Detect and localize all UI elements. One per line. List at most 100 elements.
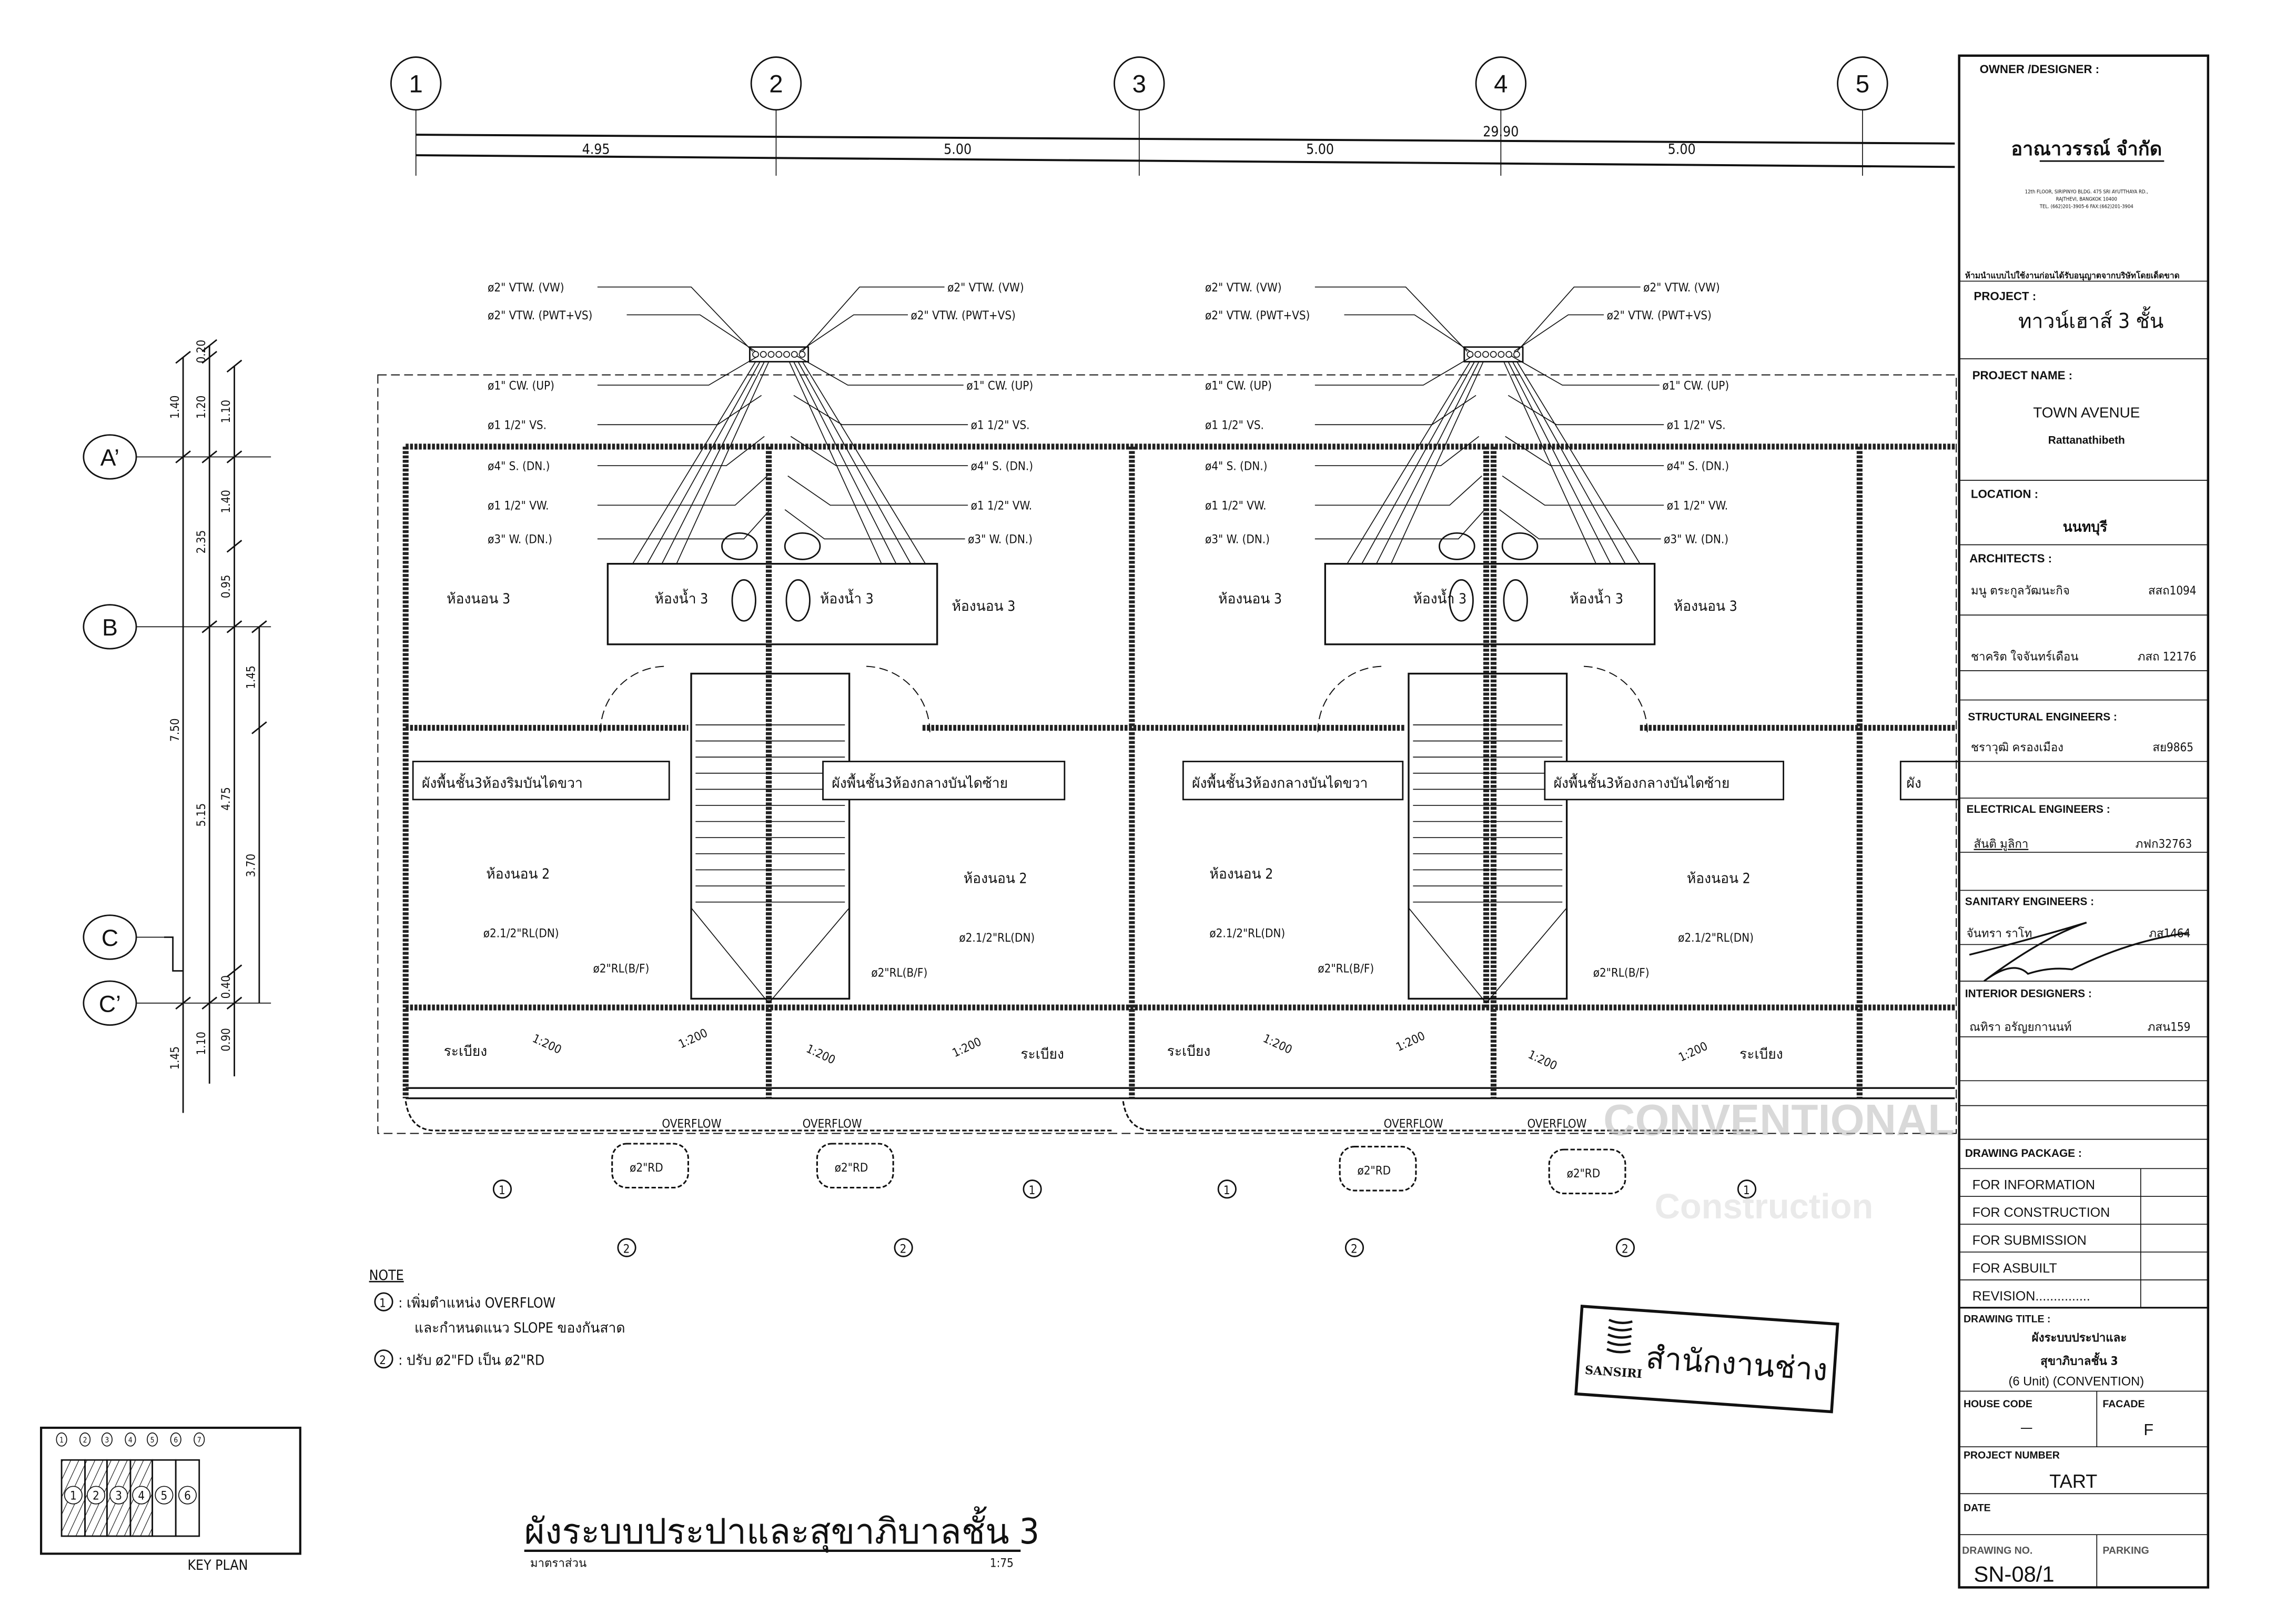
architect-2-license: ภสถ 12176 (2138, 650, 2197, 663)
staircase (1408, 672, 1568, 1000)
pipe-label: ø1" CW. (UP) (488, 379, 554, 392)
drawing-package-option: REVISION............... (1973, 1289, 2090, 1304)
room-label-bathroom-3: ห้องน้ำ 3 (1570, 589, 1623, 607)
grid-label: A’ (100, 445, 119, 471)
pipe-label: ø2" VTW. (VW) (1643, 281, 1720, 295)
rain-leader-label: ø2"RL(B/F) (871, 966, 927, 980)
pipe-riser-icon (767, 351, 775, 358)
stamp-brand: SANSIRI (1584, 1364, 1643, 1381)
key-plan-label: KEY PLAN (187, 1557, 248, 1573)
drawing-title: ผังระบบประปาและสุขาภิบาลชั้น 3 (524, 1506, 1039, 1553)
callout-label: 1 (1029, 1184, 1036, 1197)
dimension-label: 7.50 (168, 718, 182, 742)
drawing-title-line-2: สุขาภิบาลชั้น 3 (2040, 1351, 2118, 1368)
pipe-leader (1513, 314, 1604, 352)
parking-label: PARKING (2102, 1545, 2149, 1556)
sanitary-name: จันทรา ราโท (1967, 926, 2032, 940)
dimension-label: 4.75 (219, 787, 233, 811)
dimension-label: 2.35 (195, 530, 208, 554)
pipe-leader (597, 355, 759, 386)
pipe-label: ø3" W. (DN.) (1205, 533, 1270, 547)
roof-outline (377, 374, 1957, 1134)
pipe-line (676, 361, 770, 564)
stair-line (1485, 907, 1567, 1004)
note-2-line-1: : ปรับ ø2"FD เป็น ø2"RD (398, 1351, 544, 1368)
drawing-title-line-3: (6 Unit) (CONVENTION) (2008, 1375, 2144, 1388)
toilet-icon (721, 532, 758, 560)
architect-1-license: สสถ1094 (2148, 584, 2197, 598)
project-label: PROJECT : (1974, 290, 2036, 303)
pipe-label: ø1 1/2" VW. (488, 499, 549, 513)
pipe-label: ø1" CW. (UP) (1205, 379, 1272, 392)
span-dimension-line (416, 154, 1955, 168)
pipe-leader (787, 475, 968, 506)
staircase (690, 672, 851, 1000)
pipe-leader (1502, 475, 1664, 506)
pipe-leader (1516, 286, 1641, 352)
callout-label: 1 (499, 1184, 505, 1197)
key-grid-number: 2 (83, 1436, 87, 1445)
pipe-riser-icon (760, 351, 767, 358)
pipe-riser-icon (798, 351, 806, 358)
interior-label: INTERIOR DESIGNERS : (1965, 988, 2092, 1000)
location-value: นนทบุรี (2063, 519, 2108, 536)
structural-license: สย9865 (2152, 741, 2193, 754)
note-number-1-label: 1 (379, 1296, 386, 1310)
callout-1 (1023, 1179, 1042, 1199)
location-label: LOCATION : (1971, 487, 2038, 500)
structural-name: ชราวุฒิ ครองเมือง (1971, 741, 2064, 754)
electrical-license: ภฟก32763 (2136, 838, 2192, 851)
callout-2 (1615, 1238, 1635, 1257)
pipe-leader (784, 509, 965, 540)
plan-tag: ผังพื้นชั้น3ห้องกลางบันไดขวา (1192, 773, 1368, 792)
pipe-leader (1314, 286, 1468, 352)
room-label-bedroom-2: ห้องนอน 2 (964, 871, 1027, 887)
pipe-leader (1505, 436, 1664, 467)
key-grid-bubble (170, 1432, 181, 1447)
owner-label: OWNER /DESIGNER : (1980, 63, 2099, 76)
watermark-text: CONVENTIONAL (1603, 1095, 1955, 1144)
drawing-package-option: FOR CONSTRUCTION (1973, 1205, 2110, 1220)
pipe-riser-icon (1505, 351, 1513, 358)
note-number-1 (374, 1292, 393, 1312)
notes-heading: NOTE (369, 1267, 404, 1284)
span-dimension: 5.00 (944, 141, 972, 157)
project-number-label: PROJECT NUMBER (1964, 1449, 2060, 1461)
pipe-riser-icon (783, 351, 790, 358)
dimension-tick (226, 540, 242, 553)
callout-label: 1 (1223, 1184, 1230, 1197)
interior-name: ณทิรา อรัญยกานนท์ (1969, 1021, 2071, 1034)
dimension-tick (175, 996, 191, 1010)
toilet-icon (1439, 532, 1475, 560)
pipe-line (802, 361, 926, 564)
dimension-label: 1.10 (219, 400, 233, 423)
project-subtitle: Rattanathibeth (2048, 434, 2125, 446)
door-swing (864, 665, 930, 732)
pipe-line (661, 361, 765, 564)
grid-label: C (102, 925, 118, 951)
room-label-bathroom-3: ห้องน้ำ 3 (654, 589, 708, 607)
dimension-label: 5.15 (195, 803, 208, 827)
rain-leader-label: ø2"RL(B/F) (1318, 962, 1374, 975)
pipe-leader (802, 286, 945, 352)
project-value: ทาวน์เฮาส์ 3 ชั้น (2018, 306, 2164, 334)
note-1-line-2: และกำหนดแนว SLOPE ของกันสาด (414, 1320, 625, 1336)
drawing-package-label: DRAWING PACKAGE : (1965, 1147, 2082, 1159)
pipe-leader (796, 355, 964, 386)
key-grid-bubble (194, 1432, 205, 1447)
key-grid-bubble (79, 1432, 91, 1447)
dimension-label: 1.10 (195, 1032, 208, 1055)
pipe-label: ø2" VTW. (VW) (488, 281, 564, 295)
slope-label: 1:200 (1261, 1032, 1294, 1057)
plan-tag: ผังพื้นชั้น3ห้องกลางบันไดซ้าย (1554, 773, 1730, 792)
dimension-tick (226, 620, 242, 633)
span-dimension: 5.00 (1668, 141, 1696, 157)
room-label-bedroom-3: ห้องนอน 3 (1218, 591, 1282, 607)
owner-address: 12th FLOOR, SIRIPINYO BLDG. 475 SRI AYUT… (2025, 189, 2148, 195)
callout-2 (617, 1238, 636, 1257)
room-label-bedroom-3: ห้องนอน 3 (952, 598, 1015, 614)
rain-leader-down-label: ø2.1/2"RL(DN) (483, 926, 559, 940)
pipe-line (788, 361, 882, 564)
plan-tag-box (1544, 761, 1784, 801)
bathroom-walls (606, 563, 938, 645)
